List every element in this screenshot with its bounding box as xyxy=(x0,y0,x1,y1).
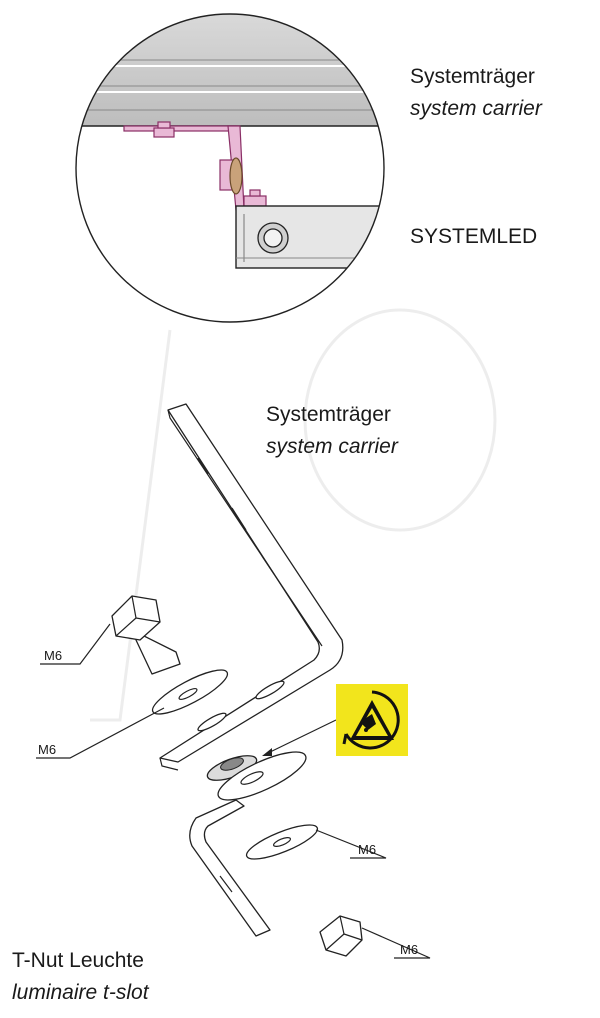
washer-upper xyxy=(151,669,229,715)
detail-carrier-label-en: system carrier xyxy=(410,97,542,120)
callout-m6-washer-upper: M6 xyxy=(38,742,56,757)
watermark-logo xyxy=(90,308,497,722)
esd-washer xyxy=(206,751,307,801)
exploded-carrier-label-en: system carrier xyxy=(266,435,398,458)
tslot-bracket xyxy=(189,799,271,937)
detail-view xyxy=(75,13,385,323)
esd-warning-icon xyxy=(336,684,408,756)
exploded-carrier-label-de: Systemträger xyxy=(266,403,391,426)
callout-m6-washer-lower: M6 xyxy=(358,842,376,857)
washer-lower xyxy=(245,824,319,860)
callout-leaders xyxy=(36,623,431,959)
detail-carrier-label-de: Systemträger xyxy=(410,65,535,88)
callout-m6-nut: M6 xyxy=(400,942,418,957)
tslot-label-en: luminaire t-slot xyxy=(12,981,149,1004)
tslot-label-de: T-Nut Leuchte xyxy=(12,949,144,972)
callout-m6-bolt: M6 xyxy=(44,648,62,663)
detail-bracket xyxy=(123,121,267,211)
detail-led-profile xyxy=(235,205,384,269)
m6-nut xyxy=(319,915,363,957)
detail-led-label: SYSTEMLED xyxy=(410,225,538,248)
m6-bolt xyxy=(111,595,181,675)
